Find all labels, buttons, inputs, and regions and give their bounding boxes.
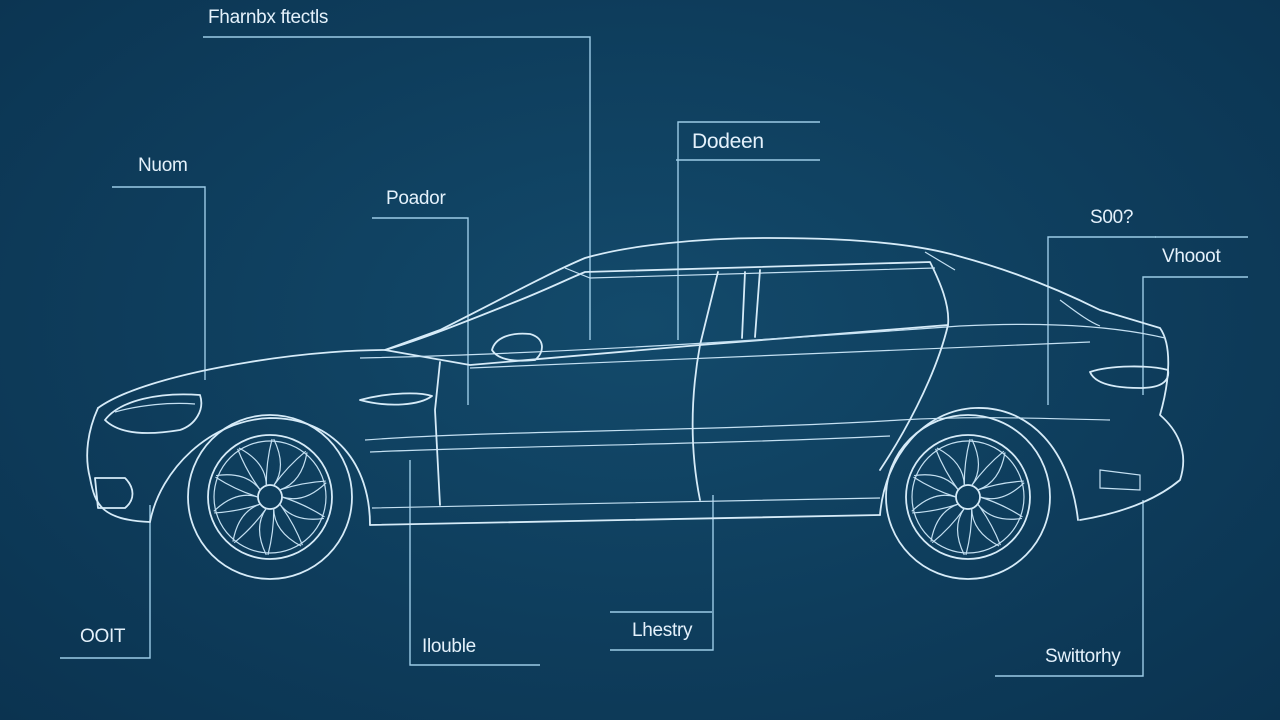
callout-door-lower: Lhestry xyxy=(632,620,693,641)
leader-lines xyxy=(60,36,1248,677)
front-wheel xyxy=(187,414,353,580)
wheel-spoke xyxy=(965,508,973,556)
wheel-spoke xyxy=(213,494,259,512)
wheel-spoke xyxy=(215,476,259,498)
wheel-spoke xyxy=(931,508,965,544)
car-outline xyxy=(86,237,1185,526)
wheel-spoke xyxy=(265,438,273,486)
leader-rear-lower xyxy=(995,500,1144,677)
callout-rear-upper: S00? xyxy=(1090,207,1134,228)
wheel-spoke xyxy=(267,508,275,556)
wheel-spoke xyxy=(279,452,308,491)
leader-left-upper xyxy=(112,186,206,380)
wheel-spoke xyxy=(914,474,959,491)
callout-center-upper: Poador xyxy=(386,188,446,209)
wheel-spoke xyxy=(977,503,1022,520)
wheel-spoke xyxy=(281,496,325,518)
leader-door-lower xyxy=(610,495,714,651)
wheel-spoke xyxy=(963,438,971,486)
wheel-spoke xyxy=(913,476,957,498)
leader-sill xyxy=(409,460,540,666)
wheel-spoke xyxy=(279,503,324,520)
wheel-spoke xyxy=(979,482,1025,500)
wheel-spoke xyxy=(911,494,957,512)
wheel-spoke xyxy=(238,447,267,486)
callout-front-lower: OOIT xyxy=(80,626,126,647)
wheel-spoke xyxy=(258,508,267,556)
wheel-spoke xyxy=(273,508,302,547)
leader-top xyxy=(203,36,591,340)
leader-rear-right xyxy=(1142,276,1248,395)
wheel-spoke xyxy=(237,448,261,491)
wheel-spoke xyxy=(971,508,1000,547)
callout-top: Fharnbx ftectls xyxy=(208,7,329,28)
wheel-spoke xyxy=(281,482,327,500)
leader-door-a xyxy=(677,121,820,340)
wheel-spoke xyxy=(977,503,1001,546)
wheel-spoke xyxy=(930,503,959,542)
wheel-spoke xyxy=(273,450,307,486)
callout-rear-lower: Swittorhy xyxy=(1045,646,1121,667)
wheel-spoke xyxy=(971,438,980,486)
callout-left-upper: Nuom xyxy=(138,155,188,176)
wheel-spoke xyxy=(273,438,282,486)
wheel-spoke xyxy=(977,452,1006,491)
wheel-spoke xyxy=(971,450,1005,486)
leader-center-upper xyxy=(372,217,469,405)
wheel-spoke xyxy=(935,448,959,491)
rear-wheel xyxy=(885,414,1051,580)
callout-sill: Ilouble xyxy=(422,636,476,657)
wheel-spoke xyxy=(936,447,965,486)
wheel-spoke xyxy=(233,508,267,544)
leader-front-lower xyxy=(60,505,151,659)
wheel-spoke xyxy=(956,508,965,556)
wheel-spoke xyxy=(279,503,303,546)
leader-rear-upper xyxy=(1047,236,1156,405)
wheel-spoke xyxy=(216,474,261,491)
callout-rear-right: Vhooot xyxy=(1162,246,1221,267)
callout-door: Dodeen xyxy=(692,130,764,153)
wheel-spoke xyxy=(979,496,1023,518)
wheel-spoke xyxy=(232,503,261,542)
